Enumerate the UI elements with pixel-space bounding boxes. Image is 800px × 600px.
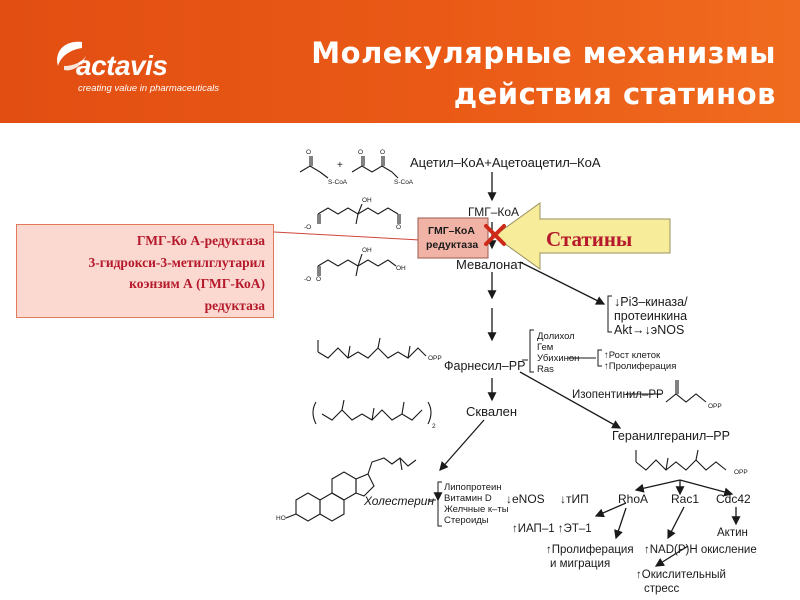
proliferation-label: ↑Пролиферация xyxy=(604,361,676,372)
atom-o3: O xyxy=(380,149,385,156)
atom-opp2: OPP xyxy=(708,403,722,410)
plus-sign: + xyxy=(337,160,343,171)
rac1-label: Rac1 xyxy=(671,492,699,506)
ubiquinone-label: Убихинон xyxy=(537,353,579,364)
proliferation-migration-line-1: ↑Пролиферация xyxy=(546,544,634,556)
atom-opp1: OPP xyxy=(428,355,442,362)
farnesyl-pp-label: Фарнесил–PP xyxy=(444,359,525,373)
enzyme-label-line-1: ГМГ–КоА xyxy=(428,225,475,237)
isopentenyl-pp-label: Изопентинил–PP xyxy=(572,389,664,401)
statins-label: Статины xyxy=(546,227,632,251)
atom-o2: O xyxy=(358,149,363,156)
cell-growth-label: ↑Рост клеток xyxy=(604,350,661,361)
atom-oh3: OH xyxy=(396,265,406,272)
hmg-coa-label: ГМГ–КоА xyxy=(468,205,519,219)
inhibition-x-icon xyxy=(484,224,506,246)
oxidative-stress-line-1: ↑Окислительный xyxy=(636,569,726,581)
pathway-arrows xyxy=(433,172,741,567)
cholesterol-label: Холестерин xyxy=(363,494,434,508)
atom-opp3: OPP xyxy=(734,469,748,476)
page-title: Молекулярные механизмы действия статинов xyxy=(256,33,776,115)
atom-o5: O xyxy=(316,276,321,283)
atom-ho: HO xyxy=(276,515,286,522)
callout-line-1: ГМГ-Ко А-редуктаза xyxy=(136,233,265,248)
oxidative-stress-line-2: стресс xyxy=(644,583,680,595)
header-banner: actavis creating value in pharmaceutical… xyxy=(0,0,800,123)
actavis-logo: actavis creating value in pharmaceutical… xyxy=(52,28,222,100)
acetoacetyl-coa-structure xyxy=(351,156,399,179)
pi3-line-1: ↓Pi3–киназа/ xyxy=(614,295,688,309)
logo-tagline: creating value in pharmaceuticals xyxy=(78,83,219,94)
heme-label: Гем xyxy=(537,342,553,353)
atom-scoa1: S-CoA xyxy=(328,179,348,186)
title-line-1: Молекулярные механизмы xyxy=(311,36,776,70)
vitamin-d-label: Витамин D xyxy=(444,493,492,504)
atom-sub2: 2 xyxy=(432,423,436,430)
steroids-label: Стероиды xyxy=(444,515,489,526)
product-brackets xyxy=(428,295,612,527)
callout-connector xyxy=(273,231,421,241)
logo-swoosh-icon xyxy=(57,41,86,71)
proliferation-migration-line-2: и миграция xyxy=(550,558,610,570)
farnesyl-pp-structure xyxy=(317,337,427,359)
hmg-coa-structure xyxy=(317,203,401,225)
ras-label: Ras xyxy=(537,364,554,375)
actin-label: Актин xyxy=(717,527,748,539)
nadph-oxidation-label: ↑NAD(P)H окисление xyxy=(644,544,757,556)
geranylgeranyl-pp-label: Геранилгеранил–PP xyxy=(612,429,730,443)
dolichol-label: Долихол xyxy=(537,331,575,342)
atom-om1: -O xyxy=(304,224,311,231)
chem-atom-labels: + O O O S-CoA S-CoA OH -O O OH -O O OH O… xyxy=(276,149,748,522)
atom-oh1: OH xyxy=(362,197,372,204)
tip-label: ↓тИП xyxy=(560,492,589,506)
callout-line-2: 3-гидрокси-3-метилглутарил xyxy=(88,254,265,270)
callout-line-4: редуктаза xyxy=(204,297,265,313)
atom-o1: O xyxy=(306,149,311,156)
rhoa-label: RhoA xyxy=(618,492,648,506)
cdc42-label: Cdc42 xyxy=(716,492,751,506)
iap-et-label: ↑ИАП–1 ↑ЭТ–1 xyxy=(512,523,592,535)
mevalonate-label: Мевалонат xyxy=(456,257,523,272)
title-line-2: действия статинов xyxy=(453,77,776,111)
cholesterol-structure xyxy=(285,457,417,522)
squalene-structure xyxy=(312,399,432,425)
hmg-coa-reductase-definition: ГМГ-Ко А-редуктаза 3-гидрокси-3-метилглу… xyxy=(16,224,274,318)
enos-label: ↓eNOS xyxy=(506,492,545,506)
acetyl-coa-label: Ацетил–КоА+Ацетоацетил–КоА xyxy=(410,155,601,170)
atom-o4: O xyxy=(396,224,401,231)
logo-wordmark: actavis xyxy=(76,50,168,81)
squalene-label: Сквален xyxy=(466,404,517,419)
callout-line-3: коэнзим А (ГМГ-КоА) xyxy=(129,276,265,291)
atom-om2: -O xyxy=(304,276,311,283)
statins-arrow xyxy=(493,202,671,270)
atom-scoa2: S-CoA xyxy=(394,179,414,186)
pi3-line-2: протеинкина xyxy=(614,309,687,323)
geranylgeranyl-pp-structure xyxy=(635,449,727,471)
isopentenyl-pp-structure xyxy=(665,380,707,403)
enzyme-label-line-2: редуктаза xyxy=(426,239,478,251)
enzyme-box xyxy=(417,217,489,259)
mevalonate-structure xyxy=(317,253,397,277)
acetyl-coa-structure xyxy=(299,156,329,179)
pi3-line-3: Akt→↓эNOS xyxy=(614,323,684,337)
bile-acids-label: Желчные к–ты xyxy=(444,504,509,515)
atom-oh2: OH xyxy=(362,247,372,254)
lipoprotein-label: Липопротеин xyxy=(444,482,502,493)
